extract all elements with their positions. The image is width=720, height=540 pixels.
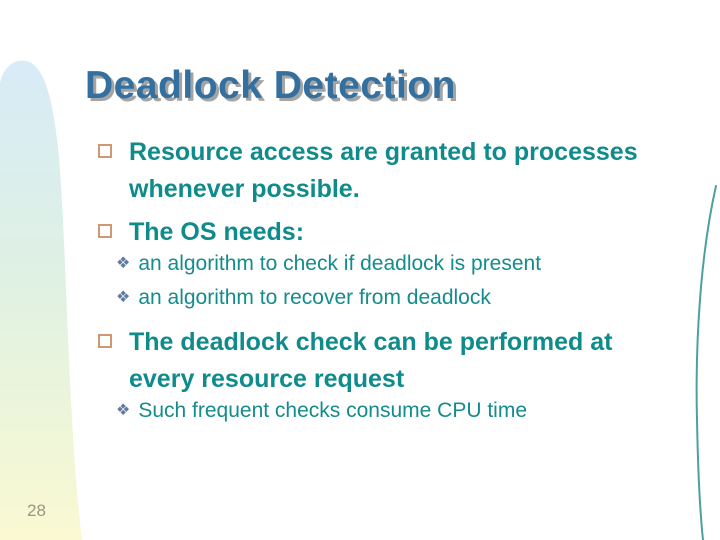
slide-title: Deadlock Detection <box>85 64 456 108</box>
sub-bullet-item: ❖ an algorithm to recover from deadlock <box>116 283 491 313</box>
bullet-item: The OS needs: <box>98 214 304 251</box>
square-bullet-icon <box>98 224 112 238</box>
bullet-item: The deadlock check can be performed at e… <box>98 324 613 398</box>
bullet-line: The deadlock check can be performed at <box>129 328 613 356</box>
diamond-cluster-bullet-icon: ❖ <box>116 402 131 419</box>
bullet-line: The OS needs: <box>129 218 305 246</box>
sub-bullet-item: ❖ an algorithm to check if deadlock is p… <box>116 249 541 279</box>
bullet-text: The deadlock check can be performed at e… <box>129 324 613 398</box>
right-curve-line <box>695 185 717 540</box>
bullet-line: Such frequent checks consume CPU time <box>138 399 528 422</box>
left-gradient-ribbon <box>0 60 82 540</box>
bullet-line: Resource access are granted to processes <box>129 138 638 166</box>
bullet-text: The OS needs: <box>129 214 304 251</box>
bullet-line: an algorithm to check if deadlock is pre… <box>138 252 542 275</box>
page-number: 28 <box>27 501 46 520</box>
diamond-cluster-bullet-icon: ❖ <box>116 255 131 272</box>
bullet-line: an algorithm to recover from deadlock <box>138 286 491 309</box>
sub-bullet-text: Such frequent checks consume CPU time <box>138 396 527 426</box>
sub-bullet-text: an algorithm to recover from deadlock <box>138 283 491 313</box>
square-bullet-icon <box>98 334 112 348</box>
bullet-line: whenever possible. <box>129 175 360 203</box>
square-bullet-icon <box>98 144 112 158</box>
sub-bullet-text: an algorithm to check if deadlock is pre… <box>138 249 541 279</box>
diamond-cluster-bullet-icon: ❖ <box>116 289 131 306</box>
bullet-line: every resource request <box>129 365 405 393</box>
bullet-item: Resource access are granted to processes… <box>98 134 638 208</box>
sub-bullet-item: ❖ Such frequent checks consume CPU time <box>116 396 527 426</box>
bullet-text: Resource access are granted to processes… <box>129 134 638 208</box>
